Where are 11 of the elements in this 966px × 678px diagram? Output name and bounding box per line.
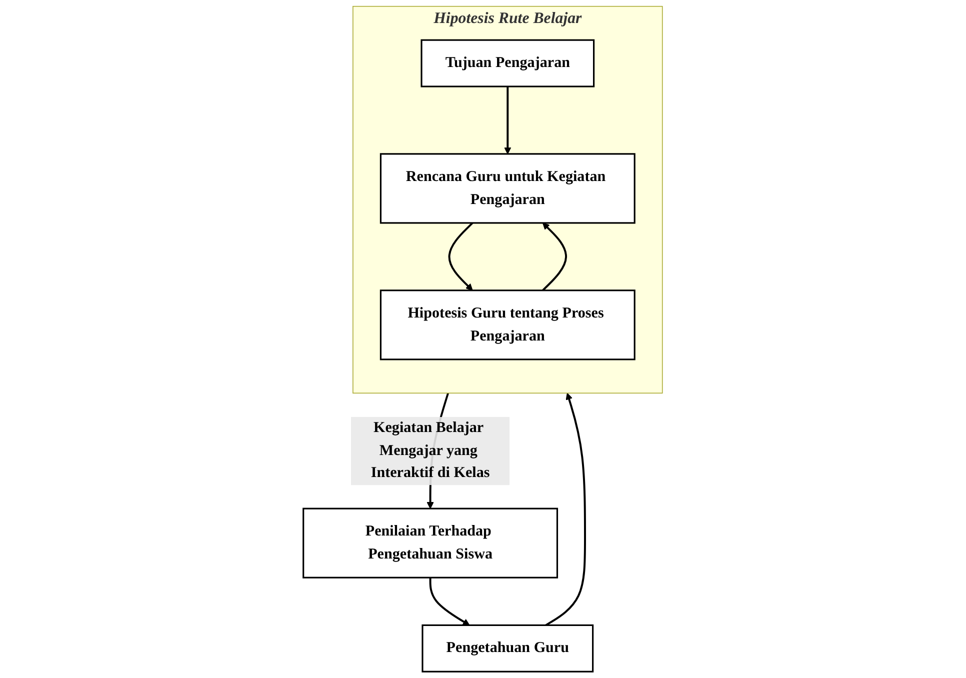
arrow xyxy=(542,222,568,292)
node-box: Tujuan Pengajaran xyxy=(420,39,595,88)
node-box: Hipotesis Guru tentang Proses Pengajaran xyxy=(380,290,636,360)
arrow xyxy=(545,392,586,626)
node-box: Pengetahuan Guru xyxy=(422,624,594,672)
arrow xyxy=(504,86,512,154)
node-box: Penilaian Terhadap Pengetahuan Siswa xyxy=(302,508,558,578)
arrow xyxy=(448,222,474,291)
node-box: Rencana Guru untuk Kegiatan Pengajaran xyxy=(380,153,636,224)
arrow xyxy=(429,578,470,626)
edge-label: Kegiatan Belajar Mengajar yang Interaktif di Kelas xyxy=(370,419,490,482)
